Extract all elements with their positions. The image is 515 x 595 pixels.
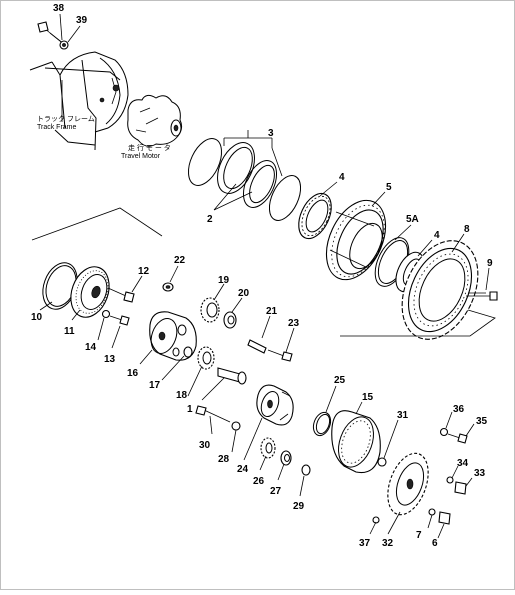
plug-31 xyxy=(377,457,387,467)
travel-motor-label-jp: 走 行 モ ー タ xyxy=(128,143,171,152)
callout-8: 8 xyxy=(464,224,470,235)
cover-11 xyxy=(70,266,110,318)
upper-leader-lines xyxy=(213,130,496,337)
gear-26 xyxy=(260,437,276,459)
lower-leader-lines xyxy=(39,13,475,539)
gear-19 xyxy=(200,297,220,323)
bolt-23 xyxy=(267,349,293,362)
callout-25: 25 xyxy=(334,375,346,386)
callout-9: 9 xyxy=(487,258,493,269)
bolt-1 xyxy=(217,367,247,385)
washer-29 xyxy=(301,464,311,476)
callout-34: 34 xyxy=(457,458,469,469)
carrier-16 xyxy=(149,311,197,361)
washer-7 xyxy=(428,508,436,516)
gear-18 xyxy=(197,346,215,370)
callout-33: 33 xyxy=(474,468,486,479)
callout-18: 18 xyxy=(176,390,188,401)
callout-11: 11 xyxy=(64,326,75,337)
bolt-30 xyxy=(195,405,231,423)
bolt-9 xyxy=(466,291,498,301)
callout-1: 1 xyxy=(187,404,193,415)
seal-ring-3a xyxy=(187,138,223,186)
callout-numbers: 38 39 3 2 4 5 5A 4 8 9 22 12 19 20 21 23… xyxy=(31,3,493,549)
bracket-lines-middle xyxy=(31,207,163,241)
track-frame-label-en: Track Frame xyxy=(37,124,77,131)
bolt-12 xyxy=(107,287,135,303)
callout-35: 35 xyxy=(476,416,488,427)
callout-15: 15 xyxy=(362,392,374,403)
track-frame-label: トラック フレーム Track Frame xyxy=(37,115,95,131)
bearing-20 xyxy=(223,311,237,329)
callout-2: 2 xyxy=(207,214,213,225)
cover-32 xyxy=(387,452,429,516)
washer-39 xyxy=(59,40,69,50)
shaft-21 xyxy=(247,339,267,354)
callout-39: 39 xyxy=(76,15,88,26)
callout-20: 20 xyxy=(238,288,250,299)
travel-motor-label: 走 行 モ ー タ Travel Motor xyxy=(121,143,171,160)
o-ring-25 xyxy=(312,411,332,437)
callout-38: 38 xyxy=(53,3,65,14)
callout-29: 29 xyxy=(293,501,305,512)
washer-36 xyxy=(439,427,449,437)
plug-22 xyxy=(162,282,174,292)
washer-34 xyxy=(446,476,454,484)
callout-21: 21 xyxy=(266,306,278,317)
plug-6 xyxy=(438,511,451,525)
callout-36: 36 xyxy=(453,404,465,415)
sprocket-8 xyxy=(401,240,479,340)
callout-5A: 5A xyxy=(406,214,419,225)
callout-30: 30 xyxy=(199,440,211,451)
floating-seal-2a xyxy=(217,142,255,194)
callout-17: 17 xyxy=(149,380,161,391)
callout-4b: 4 xyxy=(434,230,440,241)
floating-seal-2b xyxy=(242,160,278,208)
bolt-35 xyxy=(447,433,468,444)
callout-19: 19 xyxy=(218,275,230,286)
callout-23: 23 xyxy=(288,318,300,329)
callout-27: 27 xyxy=(270,486,282,497)
callout-31: 31 xyxy=(397,410,409,421)
plug-33 xyxy=(454,481,467,495)
track-frame-drawing xyxy=(29,51,129,151)
washer-37 xyxy=(372,516,380,524)
hub-5 xyxy=(325,199,387,281)
bearing-4a xyxy=(298,192,332,240)
seal-ring-3b xyxy=(268,175,302,221)
callout-14: 14 xyxy=(85,342,97,353)
track-frame-label-jp: トラック フレーム xyxy=(37,115,95,123)
callout-24: 24 xyxy=(237,464,249,475)
callout-22: 22 xyxy=(174,255,186,266)
callout-16: 16 xyxy=(127,368,139,379)
ring-gear-15 xyxy=(331,410,381,474)
travel-motor-drawing xyxy=(127,94,183,147)
callout-4a: 4 xyxy=(339,172,345,183)
callout-7: 7 xyxy=(416,530,422,541)
callout-13: 13 xyxy=(104,354,116,365)
pin-28 xyxy=(231,421,241,431)
callout-5: 5 xyxy=(386,182,392,193)
bearing-27 xyxy=(280,450,292,466)
callout-3: 3 xyxy=(268,128,274,139)
washer-17 xyxy=(183,346,193,358)
travel-motor-label-en: Travel Motor xyxy=(121,153,161,160)
callout-37: 37 xyxy=(359,538,371,549)
washer-14 xyxy=(101,309,111,319)
callout-12: 12 xyxy=(138,266,150,277)
callout-32: 32 xyxy=(382,538,394,549)
callout-6: 6 xyxy=(432,538,438,549)
bolt-13 xyxy=(109,315,130,326)
callout-28: 28 xyxy=(218,454,230,465)
callout-26: 26 xyxy=(253,476,265,487)
callout-10: 10 xyxy=(31,312,43,323)
carrier-24 xyxy=(256,384,294,426)
